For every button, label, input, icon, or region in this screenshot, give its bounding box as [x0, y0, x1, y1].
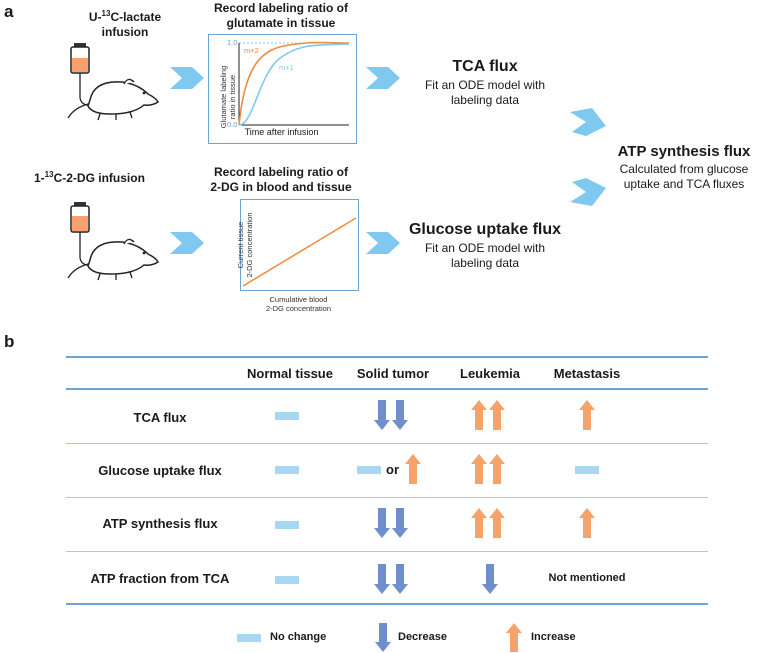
table-header-rule [66, 388, 708, 390]
plot2-title: Record labeling ratio of 2-DG in blood a… [206, 165, 356, 195]
double-increase-arrow-icon [471, 454, 505, 484]
no-change-icon [275, 521, 299, 529]
increase-arrow-icon [579, 508, 595, 538]
infusion2-suffix: C-2-DG infusion [53, 171, 145, 185]
increase-arrow-icon [579, 400, 595, 430]
no-change-icon [275, 412, 299, 420]
or-text: or [386, 462, 399, 477]
double-decrease-arrow-icon [374, 508, 408, 538]
plot2-ylabel-line2: 2-DG concentration [245, 212, 254, 278]
panel-b-label: b [4, 332, 15, 351]
plot2-xlabel-line2: 2-DG concentration [265, 304, 332, 313]
legend-no-change-label: No change [270, 631, 327, 643]
table-top-rule [66, 356, 708, 358]
glutamate-labeling-curves [238, 41, 350, 126]
double-increase-arrow-icon [471, 508, 505, 538]
2dg-linear-line [242, 217, 357, 287]
chevron-arrow-icon [366, 232, 400, 254]
increase-arrow-icon [405, 454, 421, 484]
legend-decrease-label: Decrease [398, 631, 447, 643]
header-metastasis: Metastasis [553, 366, 621, 381]
plot2-title-line2: 2-DG in blood and tissue [210, 180, 352, 194]
plot1-title: Record labeling ratio of glutamate in ti… [206, 1, 356, 31]
chevron-arrow-icon [170, 67, 204, 89]
legend-increase-label: Increase [531, 631, 576, 643]
double-decrease-arrow-icon [374, 400, 408, 430]
plot2-ylabel-line1: Current tissue [236, 221, 245, 269]
merge-arrow-icon-bottom [570, 178, 606, 206]
header-solid-tumor: Solid tumor [356, 366, 430, 381]
double-decrease-arrow-icon [374, 564, 408, 594]
header-normal-tissue: Normal tissue [247, 366, 333, 381]
no-change-icon [275, 576, 299, 584]
tca-flux-title: TCA flux [452, 58, 518, 75]
atp-synthesis-block: ATP synthesis flux Calculated from gluco… [608, 143, 760, 192]
mouse-infusion-illustration-2 [67, 202, 159, 281]
infusion-prefix: U- [88, 10, 102, 24]
plot1-ylabel-line1: Glutamate labeling [219, 65, 228, 129]
plot2-title-line1: Record labeling ratio of [213, 165, 348, 179]
series-m1-label: m+1 [279, 63, 294, 72]
glucose-uptake-title: Glucose uptake flux [408, 221, 562, 238]
chevron-arrow-icon [366, 67, 400, 89]
glucose-uptake-block: Glucose uptake flux Fit an ODE model wit… [405, 221, 565, 271]
tca-flux-block: TCA flux Fit an ODE model with labeling … [405, 58, 565, 108]
glucose-uptake-desc-2: labeling data [450, 256, 520, 270]
plot2-xlabel: Cumulative blood 2-DG concentration [240, 295, 357, 313]
infusion-suffix: C-lactate [110, 10, 162, 24]
plot1-ylabel-line2: ratio in tissue [228, 74, 237, 120]
plot2-xlabel-line1: Cumulative blood [269, 295, 328, 304]
no-change-icon [575, 466, 599, 474]
row-label-glucose-uptake: Glucose uptake flux [98, 463, 222, 478]
atp-synthesis-desc-1: Calculated from glucose [619, 162, 749, 176]
no-change-icon [357, 466, 381, 474]
chevron-arrow-icon [170, 232, 204, 254]
table-row-divider [66, 443, 708, 444]
mouse-infusion-illustration-1 [67, 43, 159, 121]
legend-increase-icon [506, 623, 522, 652]
tca-flux-desc-1: Fit an ODE model with [424, 78, 546, 92]
legend-decrease-icon [375, 623, 391, 652]
ytick-bottom: 0.0 [227, 120, 238, 129]
panel-a-label: a [4, 2, 14, 21]
atp-synthesis-title: ATP synthesis flux [617, 143, 751, 160]
plot2-ylabel: Current tissue 2-DG concentration [236, 200, 254, 290]
plot1-title-line2: glutamate in tissue [226, 16, 336, 30]
infusion-line2: infusion [101, 25, 149, 39]
no-change-icon [275, 466, 299, 474]
glutamate-labeling-plot: 1.0 0.0 m+2 m+1 [208, 34, 357, 144]
double-increase-arrow-icon [471, 400, 505, 430]
ytick-top: 1.0 [227, 38, 238, 47]
tca-flux-desc-2: labeling data [450, 93, 520, 107]
row-label-tca-flux: TCA flux [133, 410, 187, 425]
row-label-atp-fraction: ATP fraction from TCA [90, 571, 230, 586]
merge-arrow-icon-top [570, 108, 606, 136]
plot1-title-line1: Record labeling ratio of [213, 1, 348, 15]
2dg-infusion-label: 1-13C-2-DG infusion [34, 170, 184, 185]
legend-no-change-icon [237, 634, 261, 642]
row-label-atp-synthesis: ATP synthesis flux [102, 516, 218, 531]
lactate-infusion-label: U-13C-lactate infusion [70, 6, 180, 40]
2dg-concentration-plot [240, 199, 359, 291]
header-leukemia: Leukemia [460, 366, 520, 381]
glucose-uptake-desc-1: Fit an ODE model with [424, 241, 546, 255]
atp-synthesis-desc-2: uptake and TCA fluxes [623, 177, 745, 191]
infusion2-sup: 13 [44, 170, 54, 179]
table-bottom-rule [66, 603, 708, 605]
infusion2-prefix: 1- [34, 171, 45, 185]
plot1-ylabel: Glutamate labeling ratio in tissue [219, 57, 237, 137]
series-m2-label: m+2 [244, 46, 259, 55]
not-mentioned-text: Not mentioned [548, 572, 626, 584]
decrease-arrow-icon [482, 564, 498, 594]
infusion-sup: 13 [101, 9, 111, 18]
plot1-xlabel: Time after infusion [244, 127, 319, 137]
table-row-divider [66, 497, 708, 498]
table-row-divider [66, 551, 708, 552]
